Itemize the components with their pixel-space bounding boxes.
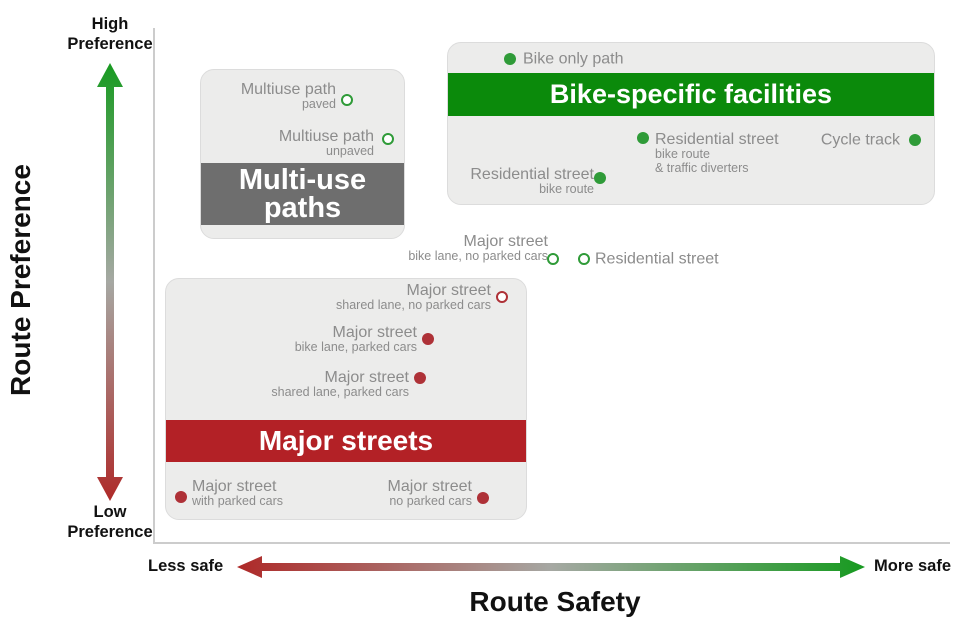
point-cycle-track: [909, 134, 921, 146]
label-sub-major-street-shared-lane-no-parked-cars-0: shared lane, no parked cars: [336, 297, 491, 312]
point-bike-only-path: [504, 53, 516, 65]
y-axis-low-label: Low Preference: [67, 503, 153, 542]
label-main-multiuse-path-paved: Multiuse path: [240, 80, 336, 98]
point-multiuse-path-unpaved: [382, 133, 394, 145]
preference-gradient-arrow-icon: [97, 63, 123, 501]
label-sub-major-street-bike-lane-no-parked-cars-0: bike lane, no parked cars: [408, 248, 548, 263]
label-main-cycle-track: Cycle track: [820, 131, 900, 149]
point-major-street-no-parked-cars: [477, 492, 489, 504]
label-bike-only-path: Bike only path: [523, 51, 624, 68]
label-main-multiuse-path-unpaved: Multiuse path: [278, 127, 374, 145]
point-major-street-bike-lane-no-parked-cars: [547, 253, 559, 265]
label-residential-street: Residential street: [595, 251, 719, 268]
label-sub-major-street-no-parked-cars-0: no parked cars: [389, 493, 472, 508]
label-sub-multiuse-path-paved-0: paved: [301, 96, 336, 111]
multi-use-paths-banner: Multi-use paths: [201, 163, 404, 225]
bike-specific-facilities-banner: Bike-specific facilities: [448, 73, 934, 116]
label-sub-residential-street-bike-route-traffic-diverters-0: bike route: [655, 147, 710, 161]
point-major-street-shared-lane-no-parked-cars: [496, 291, 508, 303]
label-main-residential-street: Residential street: [595, 250, 719, 268]
plot-axes-frame: [153, 28, 950, 544]
point-multiuse-path-paved: [341, 94, 353, 106]
label-main-major-street-shared-lane-no-parked-cars: Major street: [406, 281, 491, 299]
point-residential-street-bike-route-traffic-diverters: [637, 132, 649, 144]
point-residential-street-bike-route: [594, 172, 606, 184]
label-main-major-street-no-parked-cars: Major street: [387, 477, 472, 495]
major-streets-banner: Major streets: [166, 420, 526, 462]
label-sub-major-street-with-parked-cars-0: with parked cars: [192, 493, 284, 508]
label-main-residential-street-bike-route-traffic-diverters: Residential street: [655, 131, 779, 148]
point-major-street-shared-lane-parked-cars: [414, 372, 426, 384]
safety-gradient-arrow-icon: [237, 556, 865, 578]
label-main-major-street-bike-lane-no-parked-cars: Major street: [463, 232, 548, 250]
major-streets-box: Major streets: [165, 278, 527, 520]
label-cycle-track: Cycle track: [821, 132, 900, 149]
x-axis-less-safe-label: Less safe: [148, 557, 224, 575]
label-sub-residential-street-bike-route-0: bike route: [539, 181, 594, 196]
label-main-major-street-with-parked-cars: Major street: [192, 477, 277, 495]
bike-specific-facilities-box: Bike-specific facilities: [447, 42, 935, 205]
label-main-major-street-shared-lane-parked-cars: Major street: [324, 368, 409, 386]
label-main-residential-street-bike-route: Residential street: [470, 165, 594, 183]
label-main-bike-only-path: Bike only path: [523, 50, 624, 68]
label-sub-residential-street-bike-route-traffic-diverters-1: & traffic diverters: [655, 160, 749, 175]
y-axis-high-label: High Preference: [67, 15, 153, 54]
label-main-major-street-bike-lane-parked-cars: Major street: [332, 323, 417, 341]
x-axis-more-safe-label: More safe: [874, 557, 952, 575]
multi-use-paths-box: Multi-use paths: [200, 69, 405, 239]
label-sub-major-street-shared-lane-parked-cars-0: shared lane, parked cars: [271, 384, 409, 399]
label-sub-major-street-bike-lane-parked-cars-0: bike lane, parked cars: [294, 339, 417, 354]
x-axis-title: Route Safety: [469, 586, 641, 617]
label-sub-multiuse-path-unpaved-0: unpaved: [326, 143, 374, 158]
point-residential-street: [578, 253, 590, 265]
point-major-street-with-parked-cars: [175, 491, 187, 503]
point-major-street-bike-lane-parked-cars: [422, 333, 434, 345]
